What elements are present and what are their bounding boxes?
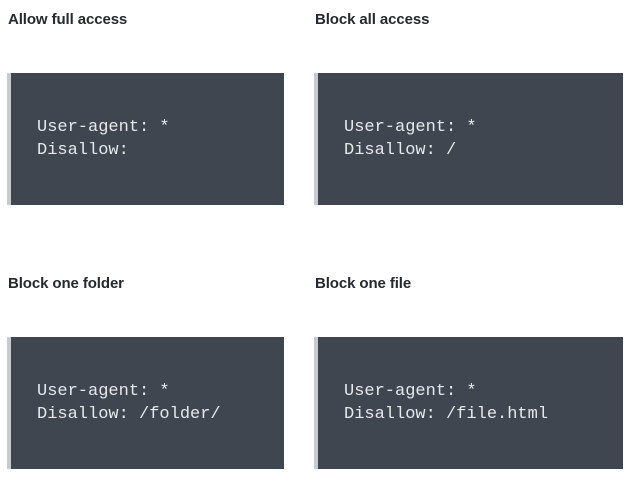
section-heading: Allow full access xyxy=(8,11,128,28)
section-heading: Block one folder xyxy=(8,275,124,292)
robots-txt-examples: Allow full access User-agent: * Disallow:… xyxy=(7,10,623,469)
code-line-user-agent: User-agent: * xyxy=(37,118,170,137)
section-allow-full-access: Allow full access User-agent: * Disallow: xyxy=(7,10,314,205)
code-line-user-agent: User-agent: * xyxy=(344,382,477,401)
code-line-disallow: Disallow: / xyxy=(344,141,457,160)
section-block-one-folder: Block one folder User-agent: * Disallow: … xyxy=(7,274,314,469)
section-block-one-file: Block one file User-agent: * Disallow: /f… xyxy=(314,274,623,469)
code-line-disallow: Disallow: xyxy=(37,141,129,160)
code-line-user-agent: User-agent: * xyxy=(37,382,170,401)
code-line-user-agent: User-agent: * xyxy=(344,118,477,137)
code-block: User-agent: * Disallow: /file.html xyxy=(314,337,623,469)
section-heading: Block all access xyxy=(315,11,430,28)
section-block-all-access: Block all access User-agent: * Disallow: … xyxy=(314,10,623,205)
code-block: User-agent: * Disallow: / xyxy=(314,73,623,205)
code-line-disallow: Disallow: /file.html xyxy=(344,405,549,424)
section-heading: Block one file xyxy=(315,275,412,292)
code-line-disallow: Disallow: /folder/ xyxy=(37,405,221,424)
code-block: User-agent: * Disallow: /folder/ xyxy=(7,337,284,469)
code-block: User-agent: * Disallow: xyxy=(7,73,284,205)
